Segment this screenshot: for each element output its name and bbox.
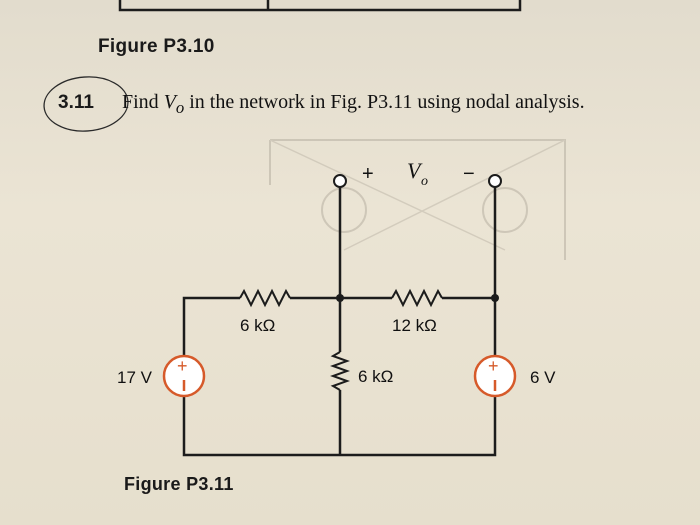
resistor-right <box>391 288 443 308</box>
node-dot-middle <box>336 294 344 302</box>
problem-number: 3.11 <box>58 92 94 113</box>
problem-variable-subscript: o <box>175 98 185 117</box>
resistor-middle-label: 6 kΩ <box>358 367 393 386</box>
voltage-source-right <box>473 354 517 398</box>
problem-text-after: in the network in Fig. P3.11 using nodal… <box>184 91 585 113</box>
circuit-wires <box>182 187 497 457</box>
resistor-right-label: 12 kΩ <box>392 316 437 335</box>
vo-label: V <box>407 158 423 183</box>
node-dot-right <box>491 294 499 302</box>
bleed-through-ghost <box>269 139 566 260</box>
vo-plus-sign: + <box>362 163 374 185</box>
source-left-label: 17 V <box>117 368 153 387</box>
figure-p3-10-caption: Figure P3.10 <box>98 36 215 57</box>
source-left-plus: + <box>177 356 188 376</box>
source-right-plus: + <box>488 356 499 376</box>
problem-text-before: Find <box>122 91 164 113</box>
resistor-middle <box>330 351 350 391</box>
source-right-label: 6 V <box>530 368 556 387</box>
vo-minus-sign: − <box>463 163 475 185</box>
terminal-minus <box>488 174 502 188</box>
problem-statement: Find Vo in the network in Fig. P3.11 usi… <box>122 88 592 122</box>
figure-p3-11-caption: Figure P3.11 <box>124 474 234 494</box>
vo-subscript: o <box>421 174 428 189</box>
previous-figure-bottom-edge <box>118 0 522 12</box>
problem-variable: V <box>163 91 176 113</box>
terminal-plus <box>333 174 347 188</box>
pencil-circle-mark <box>43 76 129 132</box>
voltage-source-left <box>162 354 206 398</box>
resistor-left <box>239 288 291 308</box>
resistor-left-label: 6 kΩ <box>240 316 275 335</box>
